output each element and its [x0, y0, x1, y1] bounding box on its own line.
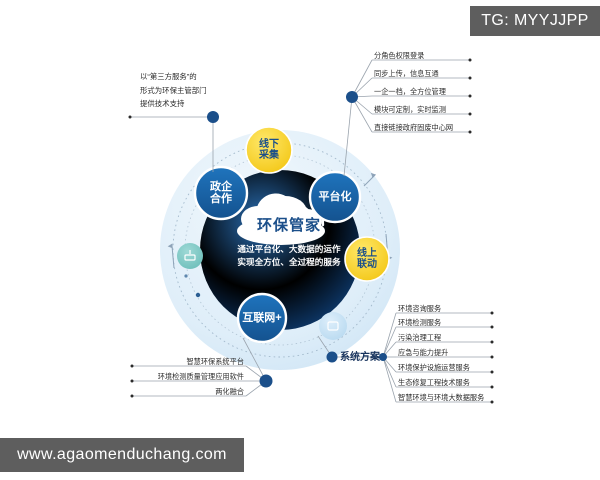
connector-topright-stem: [343, 96, 353, 177]
list-item-topright-4: 模块可定制，实时监测: [374, 105, 446, 114]
list-item-bottomright-3: 污染治理工程: [398, 333, 442, 342]
node-circle-hulianwang: [236, 292, 288, 344]
endpoint-dot-br6: [490, 385, 494, 389]
endpoint-dot-br1: [490, 311, 494, 315]
cloud-icon: [237, 193, 325, 245]
node-circle-xianxia: [245, 126, 293, 174]
list-item-bottomright-4: 应急与能力提升: [398, 348, 449, 357]
list-item-topright-3: 一企一档，全方位管理: [374, 87, 446, 96]
teal-bubble: [177, 243, 203, 269]
watermark-url: www.agaomenduchang.com: [0, 438, 244, 472]
endpoint-dot-br4: [490, 355, 494, 359]
list-item-bottomleft-1: 智慧环保系统平台: [186, 357, 244, 366]
node-circle-xianshang: [344, 236, 390, 282]
endpoint-dot-bl3: [130, 394, 134, 398]
endpoint-dot-br2: [490, 325, 494, 329]
node-circle-pingtai: [308, 170, 362, 224]
teal-bubble-glyph: [184, 250, 196, 261]
hub-dot-bottomright: [379, 353, 387, 361]
endpoint-dot-bl1: [130, 364, 134, 368]
endpoint-dot-bl2: [130, 379, 134, 383]
watermark-tag: TG: MYYJJPP: [470, 6, 600, 36]
paragraph-line-2: 形式为环保主管部门: [140, 85, 207, 95]
orbit-arrow-left: [167, 243, 175, 269]
pale-bubble: [319, 312, 347, 340]
connector-tr-fan-1: [351, 59, 373, 98]
paragraph-line-1: 以“第三方服务”的: [140, 72, 197, 81]
endpoint-dot-tr5: [468, 130, 472, 134]
pale-bubble-glyph: [327, 321, 339, 331]
hub-dot-bottomleft: [259, 374, 273, 388]
center-description: 通过平台化、大数据的运作 实现全方位、全过程的服务: [200, 243, 378, 270]
connector-br-fan-7: [382, 356, 397, 403]
list-item-topright-5: 直接链接政府固废中心网: [374, 123, 454, 132]
connector-bl-stem: [242, 337, 267, 382]
callout-top-left-paragraph: 以“第三方服务”的 形式为环保主管部门 提供技术支持: [140, 70, 250, 111]
endpoint-dot-br7: [490, 400, 494, 404]
center-title: 环保管家: [256, 216, 321, 234]
list-item-bottomright-6: 生态修复工程技术服务: [398, 378, 470, 387]
node-circle-zhengqi: [193, 165, 249, 221]
hub-dot-topleft: [207, 111, 219, 123]
list-item-bottomright-1: 环境咨询服务: [398, 304, 442, 313]
connector-br-fan-2: [382, 326, 397, 358]
orbit-arrow-topright: [363, 172, 377, 187]
connector-br-fan-1: [382, 312, 397, 358]
connector-br-fan-6: [382, 356, 397, 388]
endpoint-dot-br5: [490, 370, 494, 374]
endpoint-dot-br3: [490, 340, 494, 344]
list-item-topright-1: 分角色权限登录: [374, 51, 425, 60]
list-item-bottomright-5: 环境保护设施运营服务: [398, 363, 470, 372]
list-item-bottomright-7: 智慧环境与环境大数据服务: [398, 393, 485, 402]
endpoint-dot-tr2: [468, 76, 472, 80]
hub-dot-sysplan: [326, 351, 338, 363]
orbit-dot-b: [184, 274, 188, 278]
list-item-bottomright-2: 环境检测服务: [398, 318, 442, 327]
list-item-topright-2: 同步上传，信息互通: [374, 69, 439, 78]
endpoint-dot-tr4: [468, 112, 472, 116]
hub-dot-topright: [346, 91, 358, 103]
endpoint-dot-tr1: [468, 58, 472, 62]
center-desc-line-1: 通过平台化、大数据的运作: [237, 244, 341, 254]
list-item-bottomleft-2: 环境检测质量管理应用软件: [157, 372, 244, 381]
list-item-bottomleft-3: 两化融合: [215, 387, 244, 396]
paragraph-line-3: 提供技术支持: [140, 99, 185, 109]
endpoint-dot-tl: [128, 115, 132, 119]
connector-tr-fan-5: [351, 96, 373, 133]
center-desc-line-2: 实现全方位、全过程的服务: [237, 257, 341, 268]
orbit-dot-a: [195, 292, 201, 298]
sysplan-label: 系统方案: [340, 352, 380, 363]
endpoint-dot-tr3: [468, 94, 472, 98]
